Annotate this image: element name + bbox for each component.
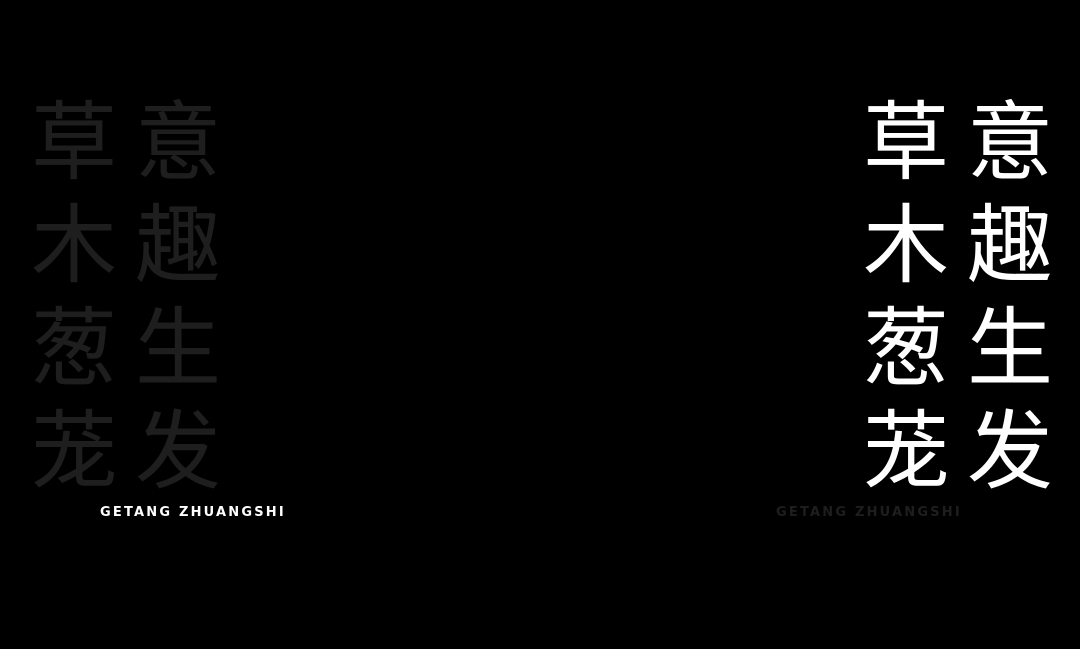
left-char-3: 木 — [31, 196, 117, 296]
left-char-2: 意 — [135, 93, 221, 193]
right-title-block: 草 意 木 趣 葱 生 茏 发 — [862, 92, 1054, 504]
left-char-5: 葱 — [31, 299, 117, 399]
left-char-1: 草 — [31, 93, 117, 193]
left-char-6: 生 — [135, 299, 221, 399]
right-char-6: 生 — [967, 299, 1053, 399]
left-subtitle: GETANG ZHUANGSHI — [100, 505, 286, 520]
right-char-4: 趣 — [967, 196, 1053, 296]
left-title-block: 草 意 木 趣 葱 生 茏 发 — [30, 92, 222, 504]
right-char-7: 茏 — [863, 402, 949, 502]
right-char-2: 意 — [967, 93, 1053, 193]
right-character-grid: 草 意 木 趣 葱 生 茏 发 — [862, 92, 1054, 504]
left-char-8: 发 — [135, 402, 221, 502]
left-char-4: 趣 — [135, 196, 221, 296]
right-subtitle: GETANG ZHUANGSHI — [776, 505, 962, 520]
right-char-8: 发 — [967, 402, 1053, 502]
right-char-1: 草 — [863, 93, 949, 193]
right-char-3: 木 — [863, 196, 949, 296]
left-character-grid: 草 意 木 趣 葱 生 茏 发 — [30, 92, 222, 504]
right-char-5: 葱 — [863, 299, 949, 399]
left-char-7: 茏 — [31, 402, 117, 502]
